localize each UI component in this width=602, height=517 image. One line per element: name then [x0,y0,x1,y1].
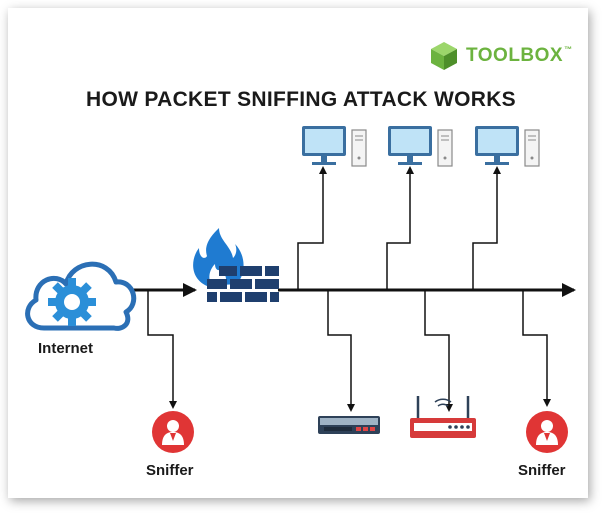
desktop-computer-icon [388,126,453,167]
link-computer-1 [297,166,327,290]
link-sniffer-left [147,290,177,409]
router-icon [410,396,476,438]
link-router [424,290,453,412]
cube-icon [431,42,457,70]
link-sniffer-right [522,290,551,407]
diagram-title: HOW PACKET SNIFFING ATTACK WORKS [86,88,516,111]
cloud-gear-icon [25,261,137,331]
sniffer-right-label: Sniffer [518,462,566,479]
desktop-computer-icon [475,126,540,167]
sniffer-left-label: Sniffer [146,462,194,479]
firewall-icon [193,228,279,302]
internet-label: Internet [38,340,94,357]
hacker-icon [152,411,194,453]
link-switch [327,290,355,412]
brand-name: TOOLBOX™ [466,45,573,66]
desktop-computer-icon [302,126,367,167]
toolbox-logo: TOOLBOX™ [428,40,573,72]
network-switch-icon [318,416,380,434]
connection-lines [120,166,576,412]
hacker-icon [526,411,568,453]
link-computer-3 [472,166,501,290]
link-computer-2 [386,166,414,290]
